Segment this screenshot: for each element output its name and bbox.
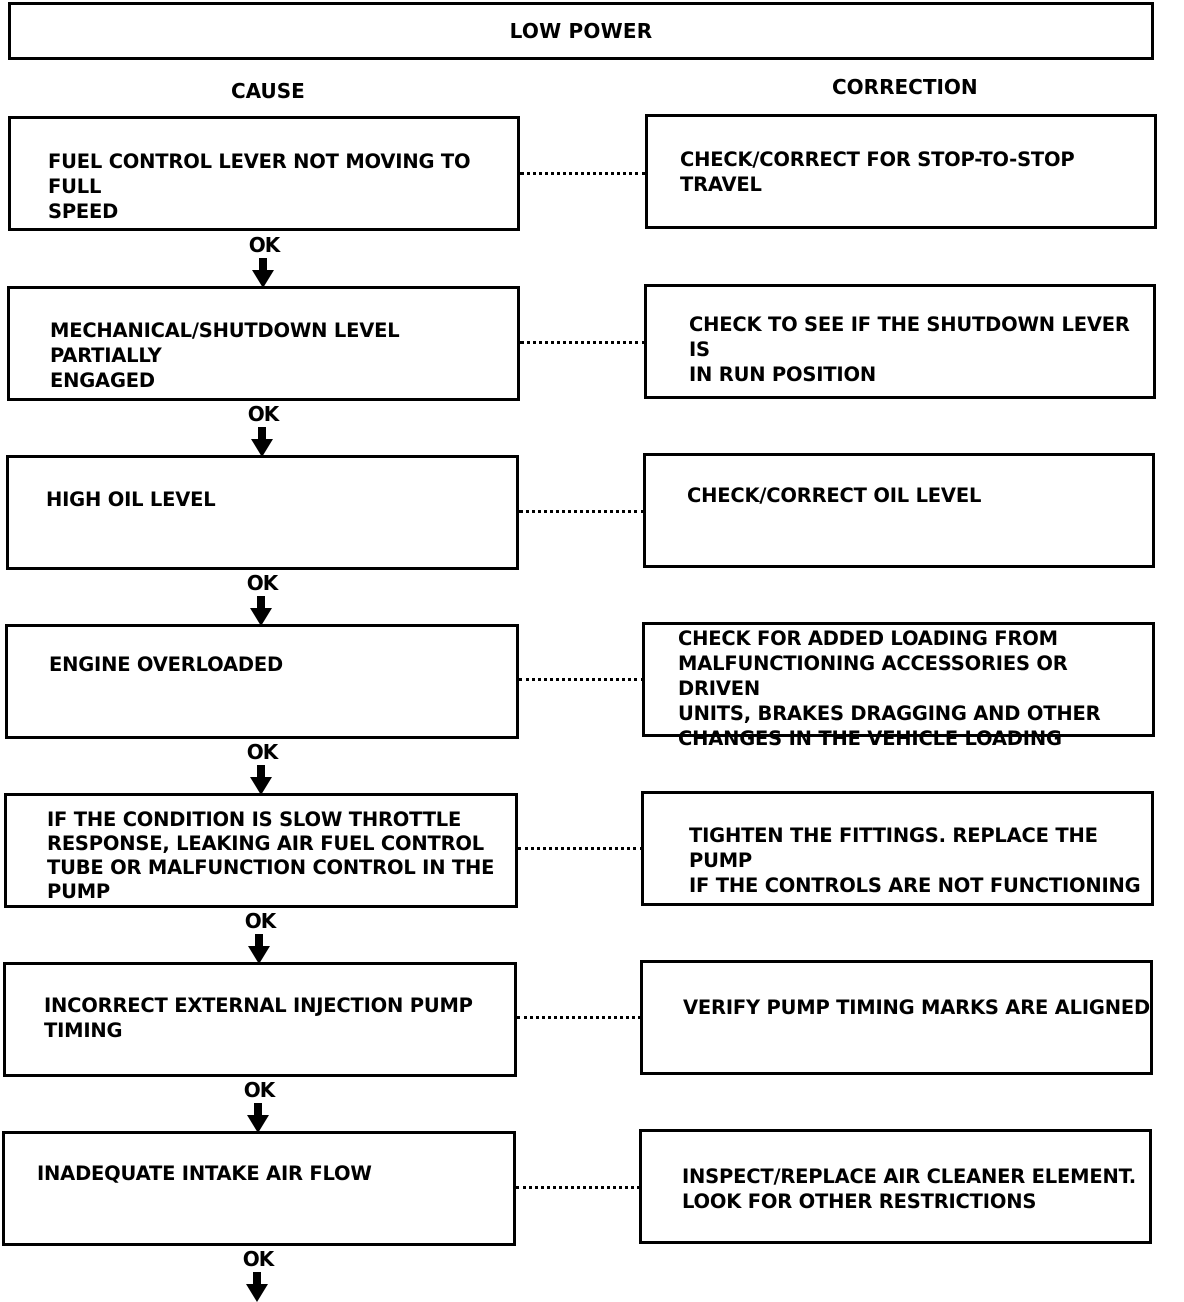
correction-box-6: VERIFY PUMP TIMING MARKS ARE ALIGNED [640,960,1153,1075]
cause-box-2: MECHANICAL/SHUTDOWN LEVEL PARTIALLY ENGA… [7,286,520,401]
chart-title-text: LOW POWER [509,19,653,43]
correction-text-1: CHECK/CORRECT FOR STOP-TO-STOP TRAVEL [680,148,1075,196]
ok-label-6: OK [243,1078,276,1102]
cause-text-2: MECHANICAL/SHUTDOWN LEVEL PARTIALLY ENGA… [50,319,400,392]
correction-text-5: TIGHTEN THE FITTINGS. REPLACE THE PUMP I… [689,824,1141,897]
correction-text-6: VERIFY PUMP TIMING MARKS ARE ALIGNED [683,996,1150,1019]
cause-box-7: INADEQUATE INTAKE AIR FLOW [2,1131,516,1246]
cause-box-3: HIGH OIL LEVEL [6,455,519,570]
down-arrow-icon [246,1272,268,1302]
down-arrow-icon [247,1103,269,1133]
cause-text-3: HIGH OIL LEVEL [46,488,216,511]
connector-line-5 [518,847,643,850]
correction-text-7: INSPECT/REPLACE AIR CLEANER ELEMENT. LOO… [682,1165,1136,1213]
cause-text-4: ENGINE OVERLOADED [49,653,283,676]
ok-label-4: OK [246,740,279,764]
correction-column-header: CORRECTION [832,75,978,99]
ok-label-2: OK [247,402,280,426]
down-arrow-icon [250,765,272,795]
connector-line-6 [517,1016,641,1019]
correction-box-4: CHECK FOR ADDED LOADING FROM MALFUNCTION… [642,622,1155,750]
chart-title: LOW POWER [8,2,1154,60]
correction-box-2: CHECK TO SEE IF THE SHUTDOWN LEVER IS IN… [644,284,1156,399]
connector-line-3 [519,510,645,513]
correction-text-3: CHECK/CORRECT OIL LEVEL [687,484,982,507]
ok-label-3: OK [246,571,279,595]
down-arrow-icon [252,258,274,288]
cause-box-5: IF THE CONDITION IS SLOW THROTTLE RESPON… [4,793,518,908]
connector-line-4 [519,678,644,681]
ok-label-5: OK [244,909,277,933]
connector-line-2 [520,341,646,344]
cause-box-4: ENGINE OVERLOADED [5,624,519,739]
ok-label-7: OK [242,1247,275,1271]
cause-text-5: IF THE CONDITION IS SLOW THROTTLE RESPON… [47,808,495,903]
correction-box-5: TIGHTEN THE FITTINGS. REPLACE THE PUMP I… [641,791,1154,906]
connector-line-7 [516,1186,640,1189]
connector-line-1 [520,172,646,175]
correction-box-3: CHECK/CORRECT OIL LEVEL [643,453,1155,568]
correction-box-1: CHECK/CORRECT FOR STOP-TO-STOP TRAVEL [645,114,1157,229]
cause-box-1: FUEL CONTROL LEVER NOT MOVING TO FULL SP… [8,116,520,231]
cause-box-6: INCORRECT EXTERNAL INJECTION PUMP TIMING [3,962,517,1077]
ok-label-1: OK [248,233,281,257]
cause-column-header: CAUSE [231,79,305,103]
cause-text-7: INADEQUATE INTAKE AIR FLOW [37,1162,372,1185]
down-arrow-icon [251,427,273,457]
cause-text-6: INCORRECT EXTERNAL INJECTION PUMP TIMING [44,994,473,1042]
correction-text-2: CHECK TO SEE IF THE SHUTDOWN LEVER IS IN… [689,313,1130,386]
cause-text-1: FUEL CONTROL LEVER NOT MOVING TO FULL SP… [48,150,471,223]
down-arrow-icon [248,934,270,964]
down-arrow-icon [250,596,272,626]
correction-box-7: INSPECT/REPLACE AIR CLEANER ELEMENT. LOO… [639,1129,1152,1244]
correction-text-4: CHECK FOR ADDED LOADING FROM MALFUNCTION… [678,627,1101,750]
